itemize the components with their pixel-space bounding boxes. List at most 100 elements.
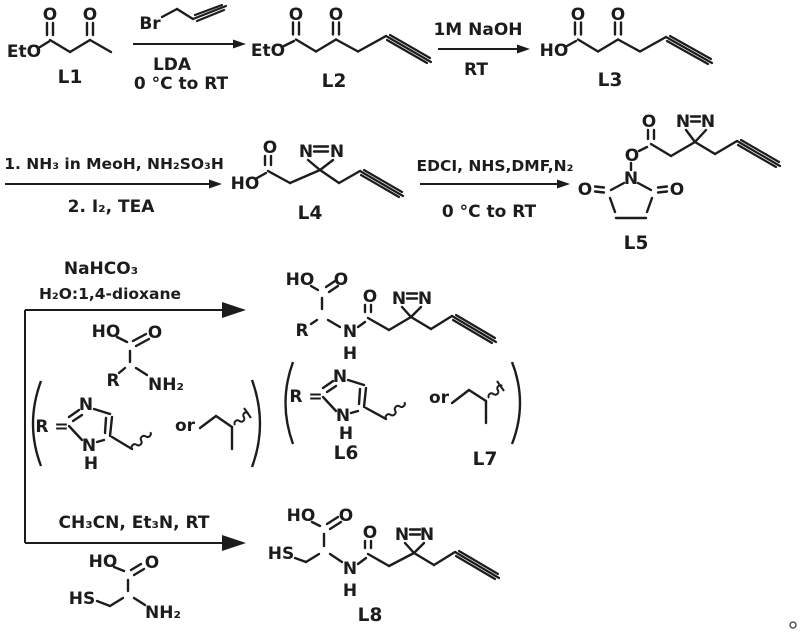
propargyl-bromide-skeleton xyxy=(160,3,228,23)
product-r: R xyxy=(295,321,308,341)
compound-amino-acid: HO O R NH₂ xyxy=(92,322,184,395)
paren-left-1 xyxy=(31,380,43,467)
l1-o1: O xyxy=(43,5,57,25)
l3-o1: O xyxy=(571,5,585,25)
compound-l3: HO O O L3 xyxy=(540,5,714,91)
r4-above: EDCI, NHS,DMF,N₂ xyxy=(417,157,574,175)
arrow-1-head xyxy=(233,39,246,49)
l4-diazirine-n2: N xyxy=(330,142,344,162)
l2-label: L2 xyxy=(322,71,347,92)
l1-label: L1 xyxy=(58,67,83,88)
cys-nh2: NH₂ xyxy=(145,603,181,623)
r1-below1: LDA xyxy=(153,55,192,75)
r-group-definition-2: R = N N H L6 or L7 xyxy=(284,361,522,470)
rg1-r-equals: R = xyxy=(35,417,68,437)
compound-l8: HO O O HS N H N N L8 xyxy=(268,506,501,626)
product-diazirine-n1: N xyxy=(392,289,406,309)
r2-above: 1M NaOH xyxy=(433,20,522,40)
rg1-h: H xyxy=(84,454,98,474)
arrow-4-head xyxy=(557,179,570,189)
l8-diazirine-n2: N xyxy=(420,525,434,545)
l3-o2: O xyxy=(611,5,625,25)
paren-right-1 xyxy=(250,379,262,468)
l5-o-left: O xyxy=(578,180,592,200)
reaction-arrow-1: LDA 0 °C to RT xyxy=(133,39,246,94)
imidazole-1-skeleton xyxy=(67,407,152,451)
r4-below: 0 °C to RT xyxy=(442,202,537,222)
l1-o2: O xyxy=(83,5,97,25)
reaction-arrow-3: 1. NH₃ in MeoH, NH₂SO₃H 2. I₂, TEA xyxy=(4,155,224,217)
l1-skeleton xyxy=(38,21,113,54)
product-o-acid: O xyxy=(334,270,348,290)
l4-o: O xyxy=(263,138,277,158)
l4-ho: HO xyxy=(231,174,260,194)
reaction-arrow-5: NaHCO₃ H₂O:1,4-dioxane xyxy=(24,259,246,543)
product-n-amide: N xyxy=(343,322,357,342)
arrow-6-head xyxy=(222,535,246,551)
l8-diazirine-n1: N xyxy=(395,525,409,545)
l5-diazirine-n1: N xyxy=(676,112,690,132)
amino-acid-skeleton xyxy=(115,332,151,377)
reaction-arrow-2: 1M NaOH RT xyxy=(433,20,530,80)
l2-o2: O xyxy=(329,5,343,25)
l8-o-acid: O xyxy=(339,506,353,526)
l5-o-ester: O xyxy=(625,146,639,166)
l8-n-amide: N xyxy=(343,559,357,579)
aa-r: R xyxy=(106,371,119,391)
l8-h-amide: H xyxy=(343,581,357,601)
l2-o1: O xyxy=(289,5,303,25)
product-skeleton xyxy=(309,279,498,345)
l3-ho: HO xyxy=(540,41,569,61)
l4-label: L4 xyxy=(298,203,323,224)
compound-l1: EtO O O L1 xyxy=(7,5,113,88)
r2-below: RT xyxy=(464,60,488,80)
arrow-5-head xyxy=(222,302,246,318)
product-diazirine-n2: N xyxy=(418,289,432,309)
product-o-amide: O xyxy=(363,287,377,307)
product-h-amide: H xyxy=(343,344,357,364)
imidazole-2-skeleton xyxy=(321,378,406,421)
rg2-n-bottom: N xyxy=(336,406,350,426)
l8-skeleton xyxy=(293,515,501,581)
rg2-h: H xyxy=(339,424,353,444)
compound-cysteine: HO O HS NH₂ xyxy=(69,552,181,623)
cys-hs: HS xyxy=(69,589,95,609)
l6-label: L6 xyxy=(334,443,359,464)
r5-above2: H₂O:1,4-dioxane xyxy=(39,285,181,303)
compound-l6-l7-product: HO O O R N H N N xyxy=(286,270,498,364)
reaction-arrow-6: CH₃CN, Et₃N, RT xyxy=(25,513,246,551)
l4-diazirine-n1: N xyxy=(299,142,313,162)
aa-nh2: NH₂ xyxy=(148,375,184,395)
cysteine-skeleton xyxy=(95,562,147,608)
l2-skeleton xyxy=(282,21,433,65)
reaction-arrow-4: EDCI, NHS,DMF,N₂ 0 °C to RT xyxy=(417,157,574,222)
isobutyl-1-skeleton xyxy=(198,407,252,451)
l3-skeleton xyxy=(565,21,714,66)
arrow-2-head xyxy=(517,44,530,54)
page-mark-circle xyxy=(789,621,797,629)
l1-etO: EtO xyxy=(7,42,41,62)
arrow-3-head xyxy=(209,179,222,189)
r5-above1: NaHCO₃ xyxy=(64,259,138,279)
l8-o-amide: O xyxy=(363,523,377,543)
l4-skeleton xyxy=(255,145,405,199)
aa-ho: HO xyxy=(92,322,121,342)
r3-below: 2. I₂, TEA xyxy=(68,197,156,217)
rg2-or: or xyxy=(429,388,450,408)
paren-right-2 xyxy=(510,361,522,445)
l8-hs: HS xyxy=(268,544,294,564)
compound-propargyl-bromide: Br xyxy=(139,3,228,34)
rg1-n-bottom: N xyxy=(82,436,96,456)
cys-o: O xyxy=(145,553,159,573)
l2-etO: EtO xyxy=(251,41,285,61)
product-ho: HO xyxy=(286,270,315,290)
l8-label: L8 xyxy=(358,605,383,626)
rg1-or: or xyxy=(175,416,196,436)
rg2-n-top: N xyxy=(333,367,347,387)
r1-below2: 0 °C to RT xyxy=(134,74,229,94)
l5-skeleton xyxy=(593,115,782,220)
propargyl-br: Br xyxy=(139,14,161,34)
l5-o-top: O xyxy=(642,112,656,132)
